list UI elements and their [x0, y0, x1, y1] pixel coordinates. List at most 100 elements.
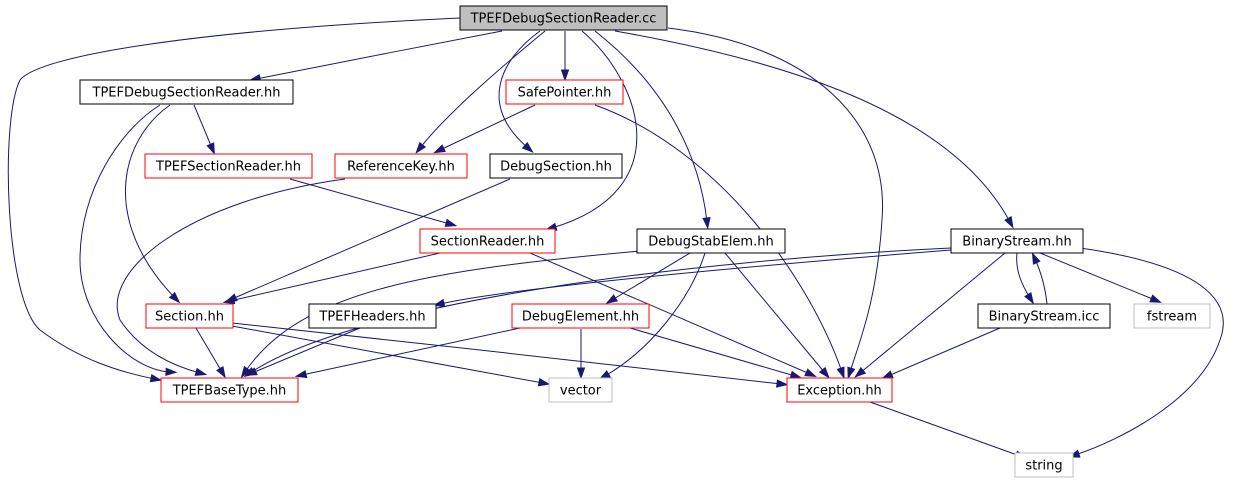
arrowhead: [804, 368, 817, 377]
edge-tpef-debug-section-reader-hh-to-tpef-base-type-hh: [79, 104, 178, 376]
node-reference-key-hh[interactable]: ReferenceKey.hh: [334, 153, 468, 179]
arrowhead: [1024, 291, 1034, 305]
arrowhead: [240, 365, 251, 379]
edge-binary-stream-hh-to-exception-hh: [854, 252, 1006, 378]
node-debug-element-hh-label: DebugElement.hh: [522, 310, 639, 325]
node-debug-stab-elem-hh-label: DebugStabElem.hh: [648, 235, 773, 250]
node-tpef-base-type-hh[interactable]: TPEFBaseType.hh: [160, 377, 299, 403]
edge-binary-stream-hh-to-string: [1067, 247, 1224, 458]
arrowhead: [1031, 252, 1041, 265]
arrowhead: [789, 370, 803, 379]
arrowhead: [521, 141, 534, 153]
node-fstream[interactable]: fstream: [1133, 303, 1211, 329]
node-section-hh-label: Section.hh: [155, 310, 224, 325]
arrowhead: [444, 218, 458, 227]
edge-root-to-tpef-base-type-hh: [7, 17, 461, 383]
node-string[interactable]: string: [1014, 452, 1074, 478]
arrowhead: [847, 366, 856, 380]
edge-root-to-safe-pointer-hh: [560, 31, 570, 82]
node-tpef-headers-hh-label: TPEFHeaders.hh: [318, 310, 425, 325]
arrowhead: [560, 69, 570, 82]
node-vector[interactable]: vector: [548, 377, 613, 403]
edge-debug-element-hh-to-vector: [576, 329, 586, 380]
arrowhead: [415, 141, 427, 154]
edge-tpef-section-reader-hh-to-section-reader-hh: [289, 178, 458, 227]
edge-reference-key-hh-to-tpef-base-type-hh: [116, 178, 346, 376]
node-tpef-section-reader-hh[interactable]: TPEFSectionReader.hh: [144, 153, 313, 179]
arrowhead: [433, 144, 446, 154]
edge-tpef-debug-section-reader-hh-to-tpef-section-reader-hh: [193, 104, 215, 155]
edge-root-to-debug-section-hh: [498, 30, 541, 153]
node-fstream-label: fstream: [1147, 310, 1197, 325]
node-debug-element-hh[interactable]: DebugElement.hh: [511, 303, 650, 329]
edge-root-to-debug-stab-elem-hh: [594, 30, 711, 230]
node-section-hh[interactable]: Section.hh: [145, 303, 234, 329]
edge-section-reader-hh-to-section-hh: [222, 252, 441, 305]
edge-binary-stream-hh-to-binary-stream-icc: [1016, 252, 1034, 305]
edge-section-hh-to-tpef-base-type-hh: [195, 327, 226, 379]
edge-root-to-binary-stream-hh: [614, 30, 1014, 229]
arrowhead: [818, 366, 830, 379]
edge-root-to-section-reader-hh: [544, 30, 638, 231]
node-tpef-base-type-hh-label: TPEFBaseType.hh: [172, 384, 287, 399]
edge-exception-hh-to-string: [869, 401, 1028, 459]
edge-binary-stream-hh-to-fstream: [1039, 252, 1162, 303]
arrowhead: [854, 366, 867, 378]
arrowhead: [576, 367, 586, 380]
node-debug-section-hh-label: DebugSection.hh: [500, 160, 612, 175]
node-safe-pointer-hh[interactable]: SafePointer.hh: [505, 79, 624, 105]
arrowhead: [245, 367, 258, 376]
arrowhead: [168, 291, 181, 304]
edge-section-hh-to-vector: [231, 325, 551, 387]
node-binary-stream-icc-label: BinaryStream.icc: [989, 310, 1100, 325]
arrowhead: [776, 379, 789, 388]
edge-root-to-exception-hh: [667, 27, 884, 380]
node-exception-hh-label: Exception.hh: [797, 384, 882, 399]
arrowhead: [836, 366, 845, 380]
node-tpef-debug-section-reader-hh[interactable]: TPEFDebugSectionReader.hh: [79, 79, 294, 105]
edge-debug-stab-elem-hh-to-tpef-base-type-hh: [240, 250, 641, 379]
edge-section-hh-to-exception-hh: [231, 322, 789, 388]
arrowhead: [222, 295, 236, 305]
arrowhead: [216, 365, 226, 379]
edge-binary-stream-icc-to-binary-stream-hh: [1031, 252, 1048, 305]
node-root-label: TPEFDebugSectionReader.cc: [470, 12, 657, 27]
node-vector-label: vector: [560, 384, 602, 399]
arrowhead: [605, 294, 619, 304]
edge-section-reader-hh-to-exception-hh: [529, 252, 817, 377]
node-tpef-debug-section-reader-hh-label: TPEFDebugSectionReader.hh: [92, 86, 281, 101]
arrowhead: [149, 373, 163, 383]
edge-binary-stream-icc-to-exception-hh: [881, 327, 1001, 379]
node-binary-stream-hh[interactable]: BinaryStream.hh: [950, 228, 1084, 254]
node-debug-section-hh[interactable]: DebugSection.hh: [489, 153, 623, 179]
node-tpef-headers-hh[interactable]: TPEFHeaders.hh: [308, 303, 437, 329]
arrowhead: [881, 370, 894, 379]
node-string-label: string: [1025, 459, 1062, 474]
edge-tpef-debug-section-reader-hh-to-section-hh: [125, 104, 181, 304]
edge-debug-stab-elem-hh-to-exception-hh: [724, 252, 830, 379]
node-exception-hh[interactable]: Exception.hh: [786, 377, 893, 403]
edge-tpef-headers-hh-to-tpef-base-type-hh: [245, 327, 361, 376]
node-section-reader-hh[interactable]: SectionReader.hh: [419, 228, 556, 254]
arrowhead: [432, 298, 446, 308]
node-binary-stream-icc[interactable]: BinaryStream.icc: [977, 303, 1111, 329]
arrowhead: [206, 142, 215, 155]
arrowhead: [537, 378, 551, 387]
node-debug-stab-elem-hh[interactable]: DebugStabElem.hh: [636, 228, 786, 254]
edge-root-to-tpef-debug-section-reader-hh: [248, 30, 503, 83]
edge-debug-element-hh-to-exception-hh: [629, 327, 803, 379]
node-tpef-section-reader-hh-label: TPEFSectionReader.hh: [155, 160, 301, 175]
node-section-reader-hh-label: SectionReader.hh: [431, 235, 545, 250]
edge-binary-stream-hh-to-tpef-headers-hh: [432, 249, 952, 308]
arrowhead: [1149, 294, 1162, 303]
edge-debug-stab-elem-hh-to-debug-element-hh: [605, 252, 691, 304]
arrowhead: [165, 367, 178, 376]
arrowhead: [1004, 216, 1014, 229]
node-root[interactable]: TPEFDebugSectionReader.cc: [459, 5, 668, 31]
edge-root-to-reference-key-hh: [415, 30, 546, 154]
edge-safe-pointer-hh-to-reference-key-hh: [433, 104, 536, 154]
edge-safe-pointer-hh-to-exception-hh: [594, 104, 845, 380]
arrowhead: [294, 369, 308, 379]
node-binary-stream-hh-label: BinaryStream.hh: [962, 235, 1071, 250]
